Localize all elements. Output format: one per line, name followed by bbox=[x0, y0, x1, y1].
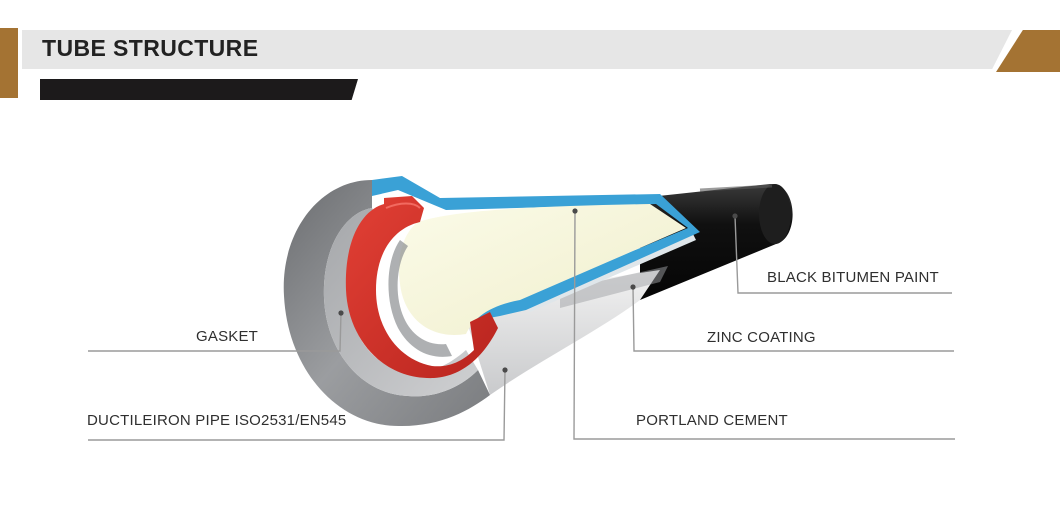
page-title: TUBE STRUCTURE bbox=[42, 35, 259, 61]
label-ductile-iron-pipe: DUCTILEIRON PIPE ISO2531/EN545 bbox=[87, 412, 346, 429]
rubber-gasket bbox=[345, 196, 498, 379]
label-black-bitumen-paint: BLACK BITUMEN PAINT bbox=[767, 269, 939, 286]
title-underline-bar bbox=[40, 79, 358, 100]
callout-dots bbox=[338, 208, 738, 373]
socket-inner-rim bbox=[388, 240, 452, 357]
label-gasket: GASKET bbox=[196, 328, 258, 345]
title-band bbox=[22, 30, 1012, 69]
bitumen-callout-dot bbox=[732, 213, 738, 219]
cement-callout-dot bbox=[572, 208, 578, 214]
label-zinc-coating: ZINC COATING bbox=[707, 329, 816, 346]
left-accent-bar bbox=[0, 28, 18, 98]
blue-coating-edge bbox=[372, 176, 700, 320]
portland-cement-lining bbox=[398, 204, 686, 335]
label-portland-cement: PORTLAND CEMENT bbox=[636, 412, 788, 429]
iron-callout-dot bbox=[502, 367, 508, 373]
zinc-callout-dot bbox=[630, 284, 636, 290]
gasket-callout-dot bbox=[338, 310, 344, 316]
callout-lines bbox=[88, 210, 955, 441]
socket-ring bbox=[283, 180, 490, 427]
header-band: TUBE STRUCTURE bbox=[0, 0, 1060, 110]
